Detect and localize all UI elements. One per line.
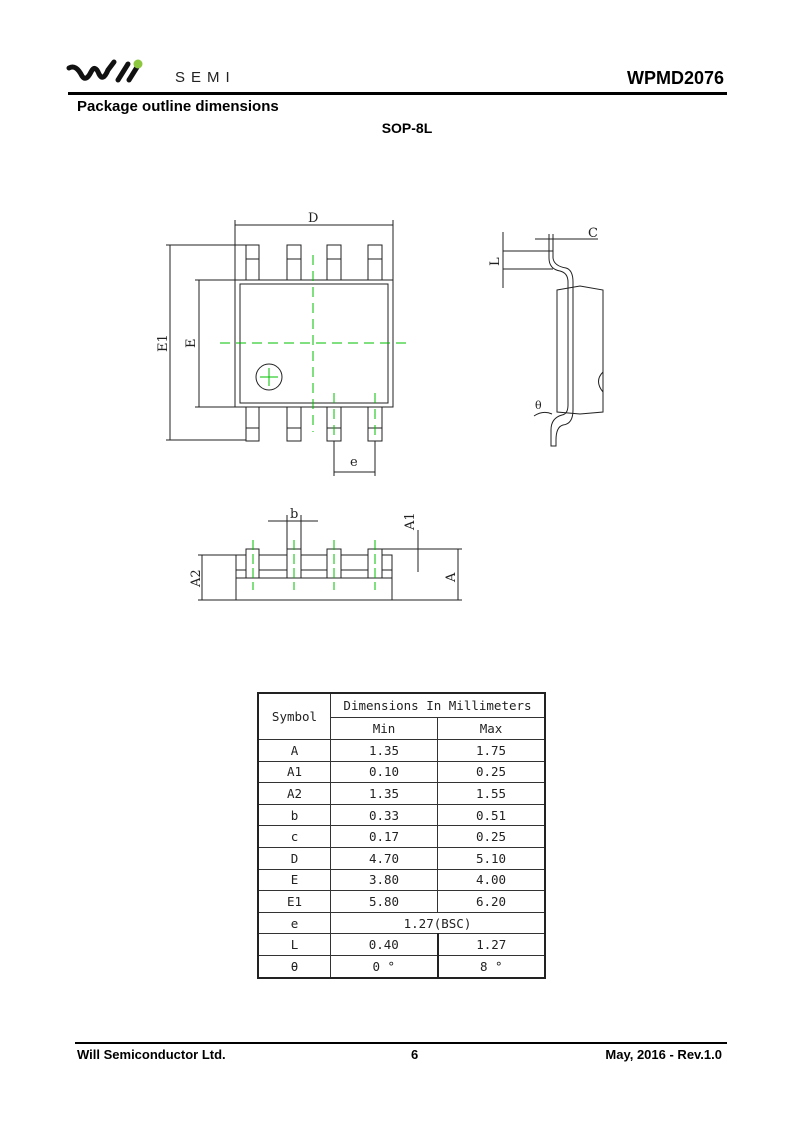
max: 0.25 [437,760,546,784]
max: 0.25 [437,825,546,848]
min: 0 ° [330,954,439,979]
min: 1.35 [330,739,438,762]
min: 0.33 [330,803,438,827]
document-title: WPMD2076 [626,68,724,88]
label-E: E [184,339,199,349]
max: 1.75 [437,739,546,762]
symbol: θ [257,954,331,979]
logo-text: SEMI [175,69,236,86]
dimensions-table: Symbol Dimensions In Millimeters Min Max… [257,692,546,979]
label-theta: θ [535,399,542,412]
top-pins [245,244,383,442]
symbol: e [257,911,331,935]
label-D: D [308,211,318,226]
min-header: Min [330,717,438,740]
symbol: L [257,933,331,956]
symbol: A2 [257,782,331,805]
footer-company: Will Semiconductor Ltd. [77,1047,226,1062]
symbol: c [257,825,331,848]
top-view: D E1 E e [156,211,408,476]
max: 0.51 [437,803,546,827]
footer-divider [75,1042,727,1044]
page-number: 6 [411,1047,419,1062]
symbol: b [257,803,331,827]
symbol: A [257,739,331,762]
side-view: L C θ [488,226,604,447]
min: 3.80 [330,868,438,892]
symbol: A1 [257,760,331,784]
label-E1: E1 [156,334,171,352]
section-title: Package outline dimensions [77,98,279,115]
bsc-value: 1.27(BSC) [330,911,546,935]
package-outline-drawing: D E1 E e L C θ A2 A A1 b [156,211,604,601]
max: 5.10 [437,846,546,870]
symbol: E1 [257,890,331,913]
package-name: SOP-8L [381,120,433,136]
label-e: e [350,455,358,470]
max: 4.00 [437,868,546,892]
label-A1: A1 [403,512,418,531]
max-header: Max [437,717,546,740]
min: 4.70 [330,846,438,870]
company-logo [66,59,143,83]
label-A: A [444,572,459,583]
min: 0.10 [330,760,438,784]
min: 0.40 [330,933,439,956]
min: 5.80 [330,890,438,913]
max: 8 ° [437,954,546,979]
max: 6.20 [437,890,546,913]
label-A2: A2 [189,569,204,588]
footer-revision: May, 2016 - Rev.1.0 [605,1047,722,1062]
header-divider [68,92,727,95]
symbol: E [257,868,331,892]
max: 1.27 [437,933,546,956]
min: 0.17 [330,825,438,848]
min: 1.35 [330,782,438,805]
label-C: C [588,226,598,241]
dimensions-header: Dimensions In Millimeters [330,692,546,718]
label-b: b [290,507,298,522]
max: 1.55 [437,782,546,805]
symbol-header: Symbol [257,692,331,740]
label-L: L [488,257,503,266]
front-view: A2 A A1 b [189,507,462,601]
symbol: D [257,846,331,870]
